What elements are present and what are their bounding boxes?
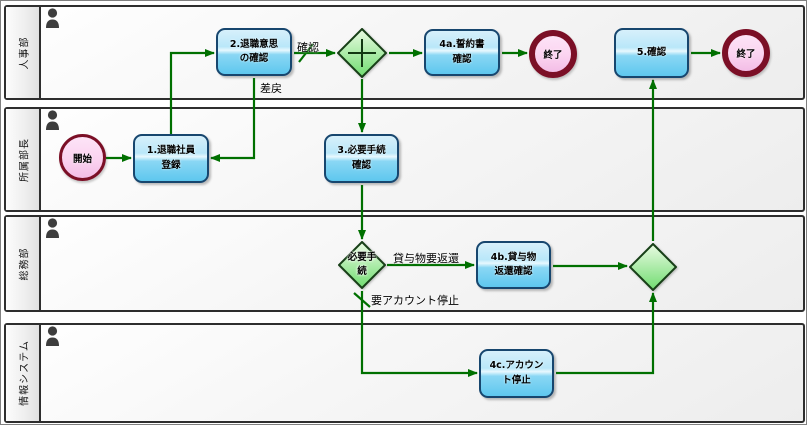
lane-department-manager: 所属部長 bbox=[4, 107, 805, 212]
task-2-confirm-intention[interactable]: 2.退職意思 の確認 bbox=[216, 28, 292, 76]
lane-header: 総務部 bbox=[6, 217, 41, 310]
person-icon bbox=[46, 8, 59, 28]
plus-icon bbox=[348, 39, 376, 67]
edge-label-confirm: 確認 bbox=[297, 41, 319, 54]
person-icon bbox=[46, 110, 59, 130]
task-1-register-retiree[interactable]: 1.退職社員 登録 bbox=[133, 134, 209, 183]
edge-label-stop-account: 要アカウント停止 bbox=[371, 294, 459, 307]
parallel-gateway[interactable] bbox=[337, 28, 387, 78]
merge-gateway[interactable] bbox=[629, 243, 677, 291]
condition-gateway[interactable]: 必要手 続 bbox=[338, 241, 386, 289]
lane-header: 人事部 bbox=[6, 7, 41, 98]
person-icon bbox=[46, 326, 59, 346]
task-4a-confirm-pledge[interactable]: 4a.誓約書 確認 bbox=[424, 29, 500, 76]
edge-label-send-back: 差戻 bbox=[260, 82, 282, 95]
end-event-2[interactable]: 終了 bbox=[722, 29, 770, 77]
start-event[interactable]: 開始 bbox=[59, 134, 106, 181]
task-5-confirm[interactable]: 5.確認 bbox=[614, 28, 689, 78]
lane-header: 情報システム bbox=[6, 325, 41, 421]
person-icon bbox=[46, 218, 59, 238]
task-4c-stop-account[interactable]: 4c.アカウン ト停止 bbox=[479, 349, 554, 398]
end-event-1[interactable]: 終了 bbox=[529, 30, 577, 78]
task-3-confirm-procedures[interactable]: 3.必要手続 確認 bbox=[324, 134, 399, 183]
gateway-label: 必要手 続 bbox=[347, 252, 377, 277]
lane-header: 所属部長 bbox=[6, 109, 41, 210]
task-4b-confirm-return[interactable]: 4b.貸与物 返還確認 bbox=[476, 241, 551, 289]
edge-label-return-items: 貸与物要返還 bbox=[393, 252, 459, 265]
